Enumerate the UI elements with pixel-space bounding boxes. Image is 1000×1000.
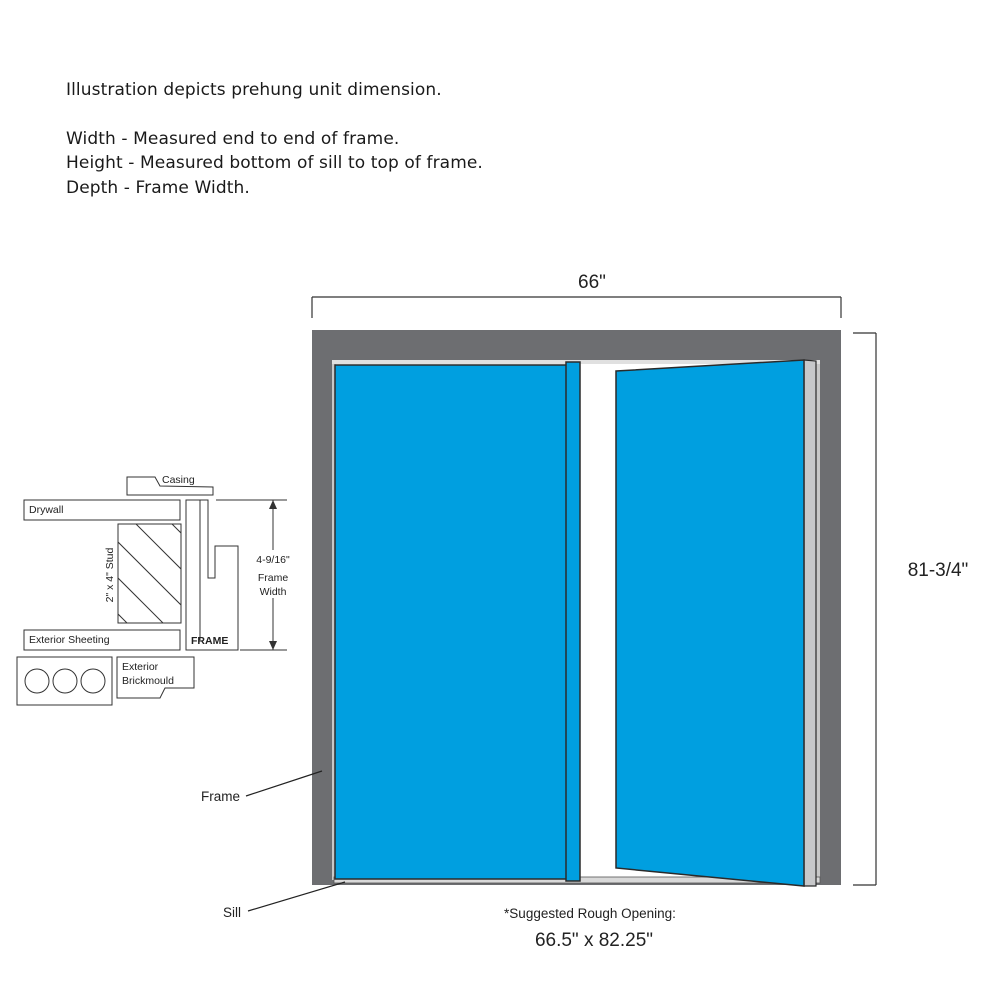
exterior-sheeting-label: Exterior Sheeting	[29, 634, 110, 646]
brick-hole	[80, 668, 106, 694]
drywall-label: Drywall	[29, 504, 63, 516]
intro-text: Illustration depicts prehung unit dimens…	[66, 78, 483, 200]
frame-label: FRAME	[191, 635, 228, 647]
depth-arrow-bottom	[269, 641, 277, 650]
frame-callout-label: Frame	[201, 789, 240, 804]
frame-width-label-2: Width	[260, 586, 287, 598]
sill-callout-label: Sill	[223, 905, 241, 920]
sill-callout: Sill	[223, 881, 346, 920]
brickmould-label-2: Brickmould	[122, 675, 174, 687]
center-astragal	[565, 361, 581, 882]
drywall	[23, 499, 181, 521]
width-label: 66"	[578, 272, 606, 293]
right-door-panel	[615, 359, 817, 887]
casing	[126, 476, 214, 496]
stud-hatching	[118, 524, 181, 623]
exterior-brickmould	[116, 656, 195, 699]
brick-hole	[52, 668, 78, 694]
intro-line-2: Width - Measured end to end of frame.	[66, 128, 400, 149]
intro-line-1: Illustration depicts prehung unit dimens…	[66, 80, 442, 100]
intro-line-4: Depth - Frame Width.	[66, 177, 250, 198]
frame-cross-section: Casing Drywall 2" x 4" Stud FRAME 4-9/16…	[16, 474, 298, 706]
stud-label: 2" x 4" Stud	[104, 547, 116, 602]
intro-line-3: Height - Measured bottom of sill to top …	[66, 153, 483, 173]
brickmould-label-1: Exterior	[122, 661, 159, 673]
width-dimension: 66"	[311, 272, 842, 318]
exterior-sheeting	[23, 629, 181, 651]
casing-label: Casing	[162, 474, 195, 486]
depth-label: 4-9/16"	[256, 554, 290, 566]
rough-opening-label: *Suggested Rough Opening:	[504, 906, 676, 921]
brick-hole	[24, 668, 50, 694]
height-label: 81-3/4"	[908, 560, 969, 581]
rough-opening-value: 66.5" x 82.25"	[535, 930, 653, 951]
frame-jamb-profile	[185, 499, 239, 651]
height-dimension: 81-3/4"	[853, 332, 969, 886]
depth-arrow-top	[269, 500, 277, 509]
frame-callout: Frame	[201, 770, 323, 804]
stud	[117, 523, 182, 624]
left-door-panel	[334, 364, 568, 880]
frame-width-label-1: Frame	[258, 572, 288, 584]
